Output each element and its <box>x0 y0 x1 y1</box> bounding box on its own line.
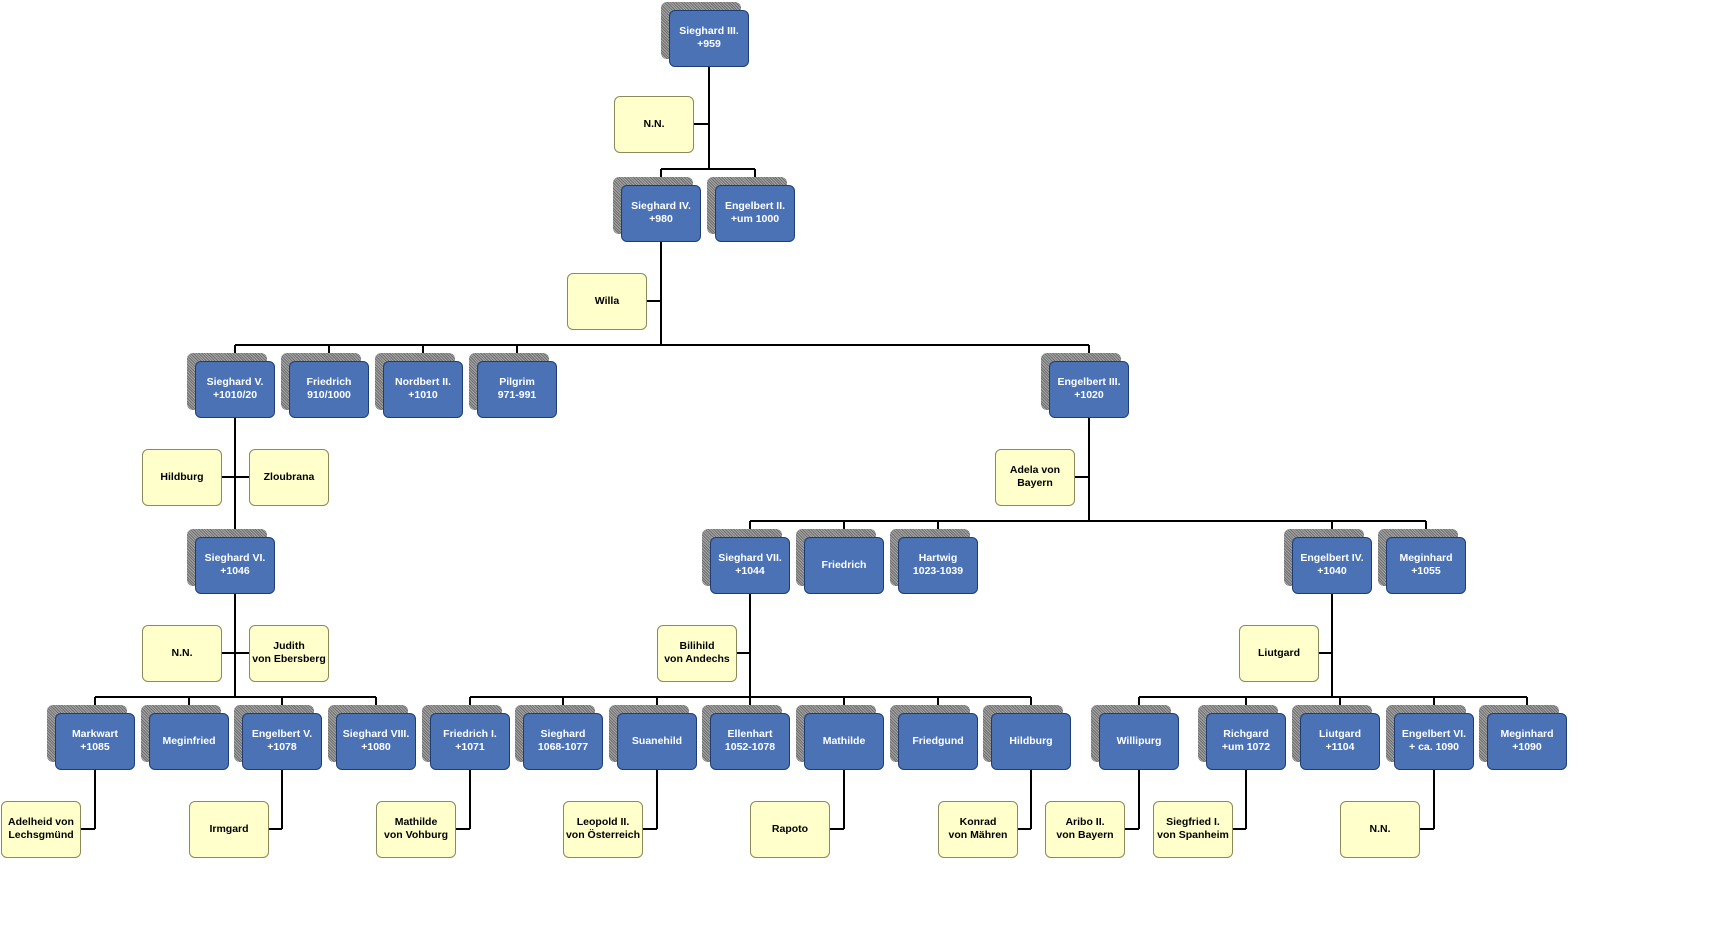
person-node: Engelbert V. +1078 <box>242 712 322 770</box>
spouse-node: Adela von Bayern <box>995 448 1075 506</box>
person-node: Sieghard VII. +1044 <box>710 536 790 594</box>
spouse-node: N.N. <box>1340 800 1420 858</box>
spouse-node: Aribo II. von Bayern <box>1045 800 1125 858</box>
person-node: Ellenhart 1052-1078 <box>710 712 790 770</box>
person-node: Hartwig 1023-1039 <box>898 536 978 594</box>
spouse-node: Judith von Ebersberg <box>249 624 329 682</box>
spouse-node: N.N. <box>614 95 694 153</box>
person-node: Nordbert II. +1010 <box>383 360 463 418</box>
spouse-node: Bilihild von Andechs <box>657 624 737 682</box>
spouse-node: Siegfried I. von Spanheim <box>1153 800 1233 858</box>
spouse-node: Leopold II. von Österreich <box>563 800 643 858</box>
spouse-node: Irmgard <box>189 800 269 858</box>
person-node: Suanehild <box>617 712 697 770</box>
spouse-node: Hildburg <box>142 448 222 506</box>
person-node: Friedgund <box>898 712 978 770</box>
person-node: Engelbert II. +um 1000 <box>715 184 795 242</box>
spouse-node: Mathilde von Vohburg <box>376 800 456 858</box>
person-node: Willipurg <box>1099 712 1179 770</box>
person-node: Liutgard +1104 <box>1300 712 1380 770</box>
person-node: Mathilde <box>804 712 884 770</box>
person-node: Meginhard +1090 <box>1487 712 1567 770</box>
person-node: Hildburg <box>991 712 1071 770</box>
person-node: Friedrich <box>804 536 884 594</box>
spouse-node: Adelheid von Lechsgmünd <box>1 800 81 858</box>
person-node: Sieghard IV. +980 <box>621 184 701 242</box>
person-node: Pilgrim 971-991 <box>477 360 557 418</box>
person-node: Markwart +1085 <box>55 712 135 770</box>
person-node: Richgard +um 1072 <box>1206 712 1286 770</box>
spouse-node: Zloubrana <box>249 448 329 506</box>
spouse-node: Konrad von Mähren <box>938 800 1018 858</box>
person-node: Meginfried <box>149 712 229 770</box>
person-node: Sieghard 1068-1077 <box>523 712 603 770</box>
person-node: Engelbert IV. +1040 <box>1292 536 1372 594</box>
person-node: Friedrich 910/1000 <box>289 360 369 418</box>
spouse-node: Willa <box>567 272 647 330</box>
person-node: Sieghard VIII. +1080 <box>336 712 416 770</box>
person-node: Engelbert VI. + ca. 1090 <box>1394 712 1474 770</box>
person-node: Sieghard III. +959 <box>669 9 749 67</box>
person-node: Engelbert III. +1020 <box>1049 360 1129 418</box>
spouse-node: Rapoto <box>750 800 830 858</box>
person-node: Friedrich I. +1071 <box>430 712 510 770</box>
spouse-node: Liutgard <box>1239 624 1319 682</box>
person-node: Sieghard V. +1010/20 <box>195 360 275 418</box>
spouse-node: N.N. <box>142 624 222 682</box>
person-node: Meginhard +1055 <box>1386 536 1466 594</box>
person-node: Sieghard VI. +1046 <box>195 536 275 594</box>
